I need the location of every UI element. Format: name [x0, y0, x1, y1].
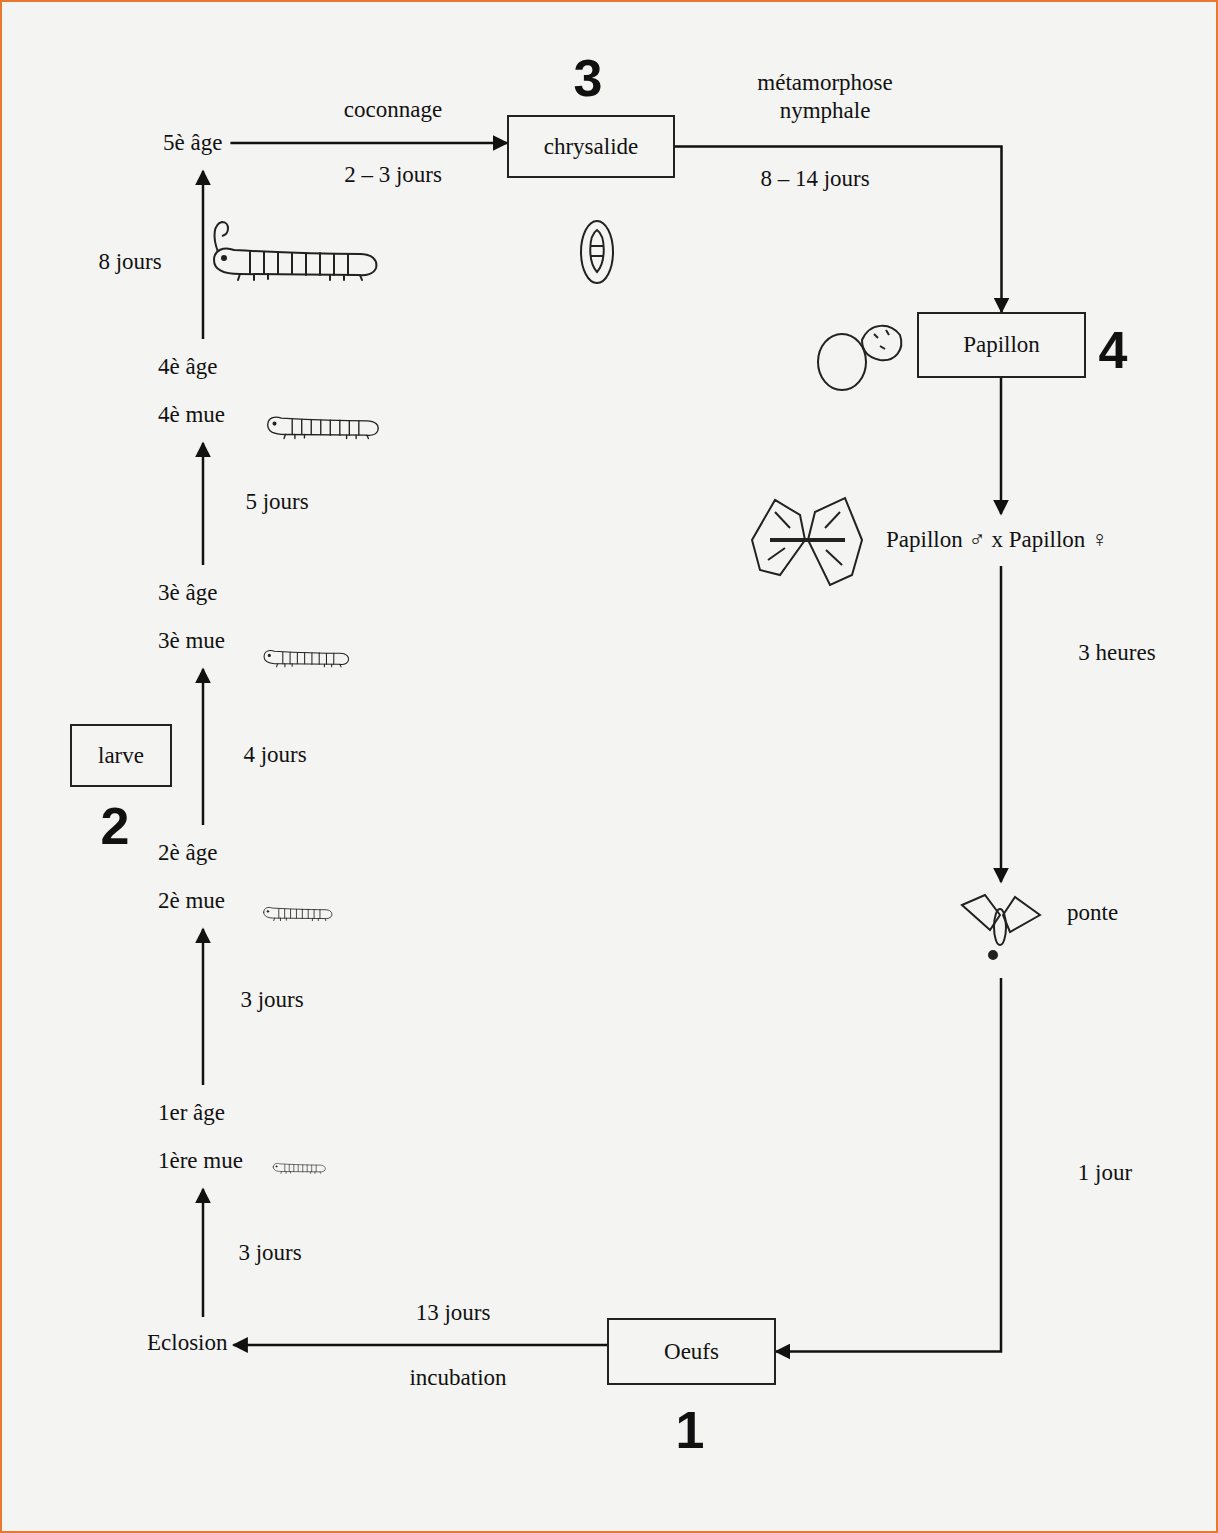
duration-label: 3 jours — [238, 1240, 301, 1266]
node-text: 1ère mue — [158, 1137, 243, 1185]
cocoon — [581, 221, 613, 283]
moth-marks — [874, 330, 889, 349]
node-text: Papillon — [963, 332, 1040, 358]
node-text: 5è âge — [163, 123, 222, 163]
duration-label: 8 – 14 jours — [760, 166, 869, 192]
duration-label: 1 jour — [1078, 1160, 1132, 1186]
node-text: 2è mue — [158, 877, 225, 925]
node-text: 2è âge — [158, 829, 225, 877]
note-label: métamorphose nymphale — [725, 69, 925, 125]
caterpillar-5 — [214, 248, 376, 280]
stage-text: 5è âge — [163, 123, 222, 163]
node-text: Oeufs — [664, 1339, 719, 1365]
caterpillar-4 — [268, 417, 378, 438]
duration-label: 13 jours — [416, 1300, 491, 1326]
moth-wing — [752, 500, 805, 575]
node-text: 3è âge — [158, 569, 225, 617]
moth-emerging — [818, 326, 901, 390]
flow-arrow — [1000, 378, 1003, 514]
moth-wing — [1003, 897, 1040, 932]
duration-label: 5 jours — [245, 489, 308, 515]
duration-label: 3 heures — [1078, 640, 1155, 666]
node-text: ponte — [1067, 898, 1135, 928]
egg — [989, 951, 997, 959]
callout-number: 3 — [574, 48, 603, 108]
laying-moth — [962, 895, 1040, 959]
flow-arrow — [202, 171, 205, 339]
flow-arrow — [202, 443, 205, 565]
flow-arrow — [202, 669, 205, 825]
cocoon-shell — [581, 221, 613, 283]
callout-number: 2 — [101, 796, 130, 856]
flow-arrow — [202, 1189, 205, 1317]
mating-moths — [752, 498, 862, 585]
node-text: Eclosion — [147, 1323, 228, 1363]
pupa — [590, 230, 604, 272]
stage-text: ponte — [955, 890, 1135, 970]
note-label: 2 – 3 jours — [344, 162, 442, 188]
duration-label: 3 jours — [240, 987, 303, 1013]
node-text: 3è mue — [158, 617, 225, 665]
callout-number: 4 — [1099, 320, 1128, 380]
flow-arrow — [776, 978, 1001, 1352]
node-text: 4è mue — [158, 391, 225, 439]
stage-text: 4è âge4è mue — [158, 343, 225, 439]
flow-arrow — [202, 929, 205, 1085]
node-text: 4è âge — [158, 343, 225, 391]
stage-text: Eclosion — [147, 1323, 228, 1363]
stage-text: 2è âge2è mue — [158, 829, 225, 925]
duration-label: coconnage — [344, 97, 442, 123]
node-text: Papillon ♂ x Papillon ♀ — [886, 522, 1108, 558]
duration-label: 8 jours — [98, 249, 161, 275]
stage-text: 3è âge3è mue — [158, 569, 225, 665]
stage-box: Oeufs — [607, 1318, 776, 1385]
moth-bodies — [770, 538, 845, 542]
flow-arrow — [234, 1344, 608, 1347]
node-text: chrysalide — [544, 134, 639, 160]
moth-hatching — [768, 512, 842, 565]
note-label: incubation — [409, 1365, 506, 1391]
stage-box: Papillon — [917, 312, 1086, 378]
empty-cocoon — [818, 334, 866, 390]
callout-number: 1 — [676, 1400, 705, 1460]
duration-label: 4 jours — [243, 742, 306, 768]
node-text: 1er âge — [158, 1089, 243, 1137]
caterpillar-3 — [264, 650, 348, 666]
moth-body — [994, 909, 1006, 945]
flow-arrow — [230, 142, 507, 145]
stage-text: Papillon ♂ x Papillon ♀ — [886, 522, 1108, 558]
flow-arrow — [1000, 566, 1003, 882]
pupa-lines — [590, 246, 604, 256]
moth-body — [862, 326, 901, 360]
caterpillar-2 — [264, 907, 332, 920]
stage-box: larve — [70, 724, 172, 787]
flow-arrow — [675, 147, 1002, 313]
caterpillar-1 — [273, 1163, 325, 1173]
node-text: larve — [98, 743, 144, 769]
stage-box: chrysalide — [507, 115, 675, 178]
stage-text: 1er âge1ère mue — [158, 1089, 243, 1185]
